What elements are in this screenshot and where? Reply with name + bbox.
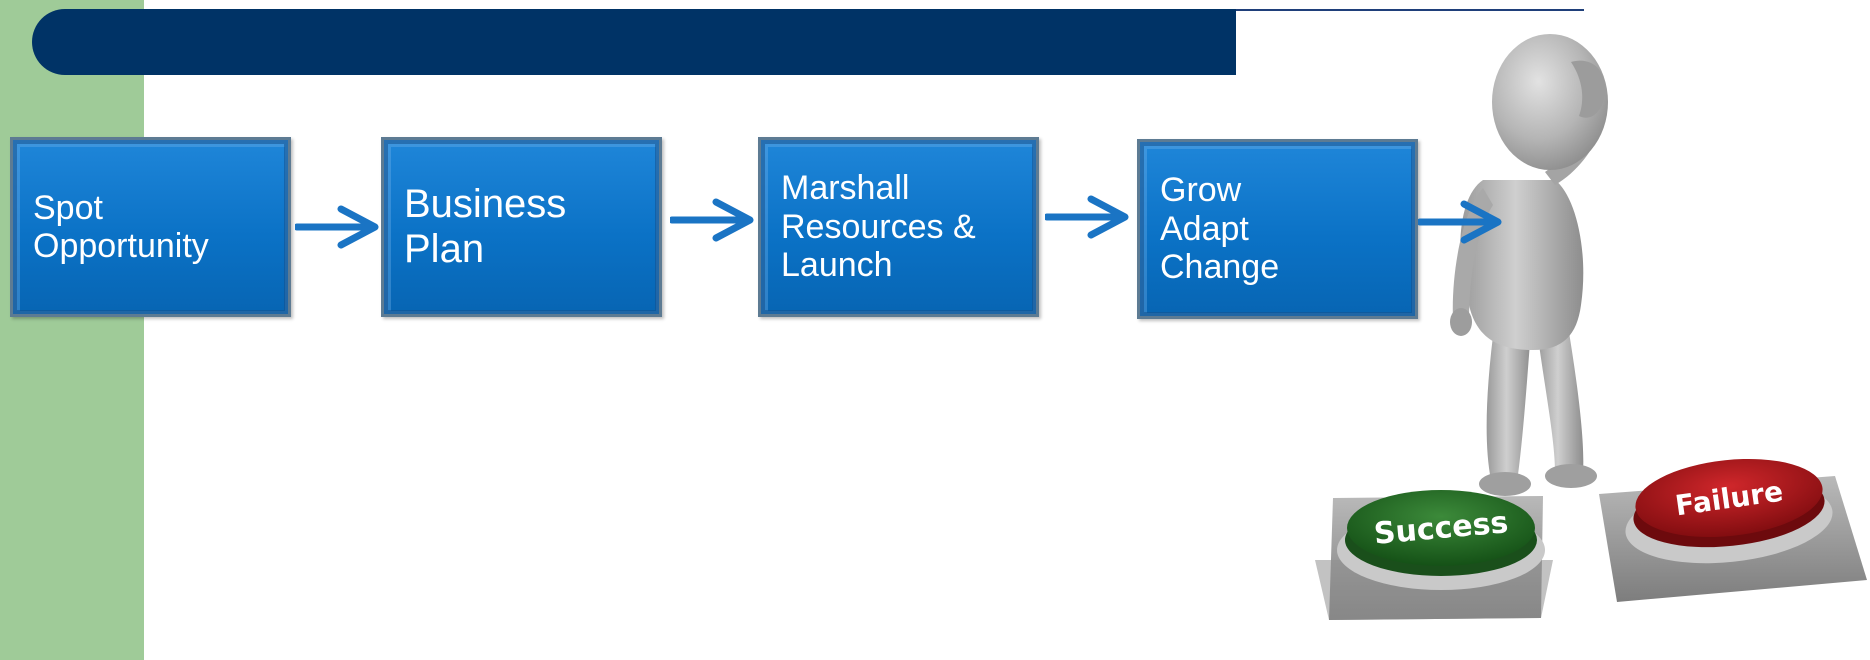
step-marshall-resources-launch: Marshall Resources & Launch: [758, 137, 1039, 317]
arrow-right-icon: [1418, 200, 1502, 244]
step-label: Grow Adapt Change: [1160, 171, 1280, 287]
step-label: Spot Opportunity: [33, 188, 209, 265]
step-grow-adapt-change: Grow Adapt Change: [1137, 139, 1418, 319]
arrow-right-icon: [1045, 195, 1129, 239]
arrow-right-icon: [295, 205, 379, 249]
left-accent-bar: [0, 0, 144, 660]
step-label: Business Plan: [404, 181, 567, 271]
thinking-figure-icon: Success Failure: [1315, 34, 1867, 620]
illustration-figure-buttons: Success Failure: [1255, 20, 1870, 660]
step-business-plan: Business Plan: [381, 137, 662, 317]
title-banner: [32, 9, 1236, 75]
step-label: Marshall Resources & Launch: [781, 169, 976, 285]
title-rule: [1236, 9, 1584, 11]
step-spot-opportunity: Spot Opportunity: [10, 137, 291, 317]
arrow-right-icon: [670, 198, 754, 242]
